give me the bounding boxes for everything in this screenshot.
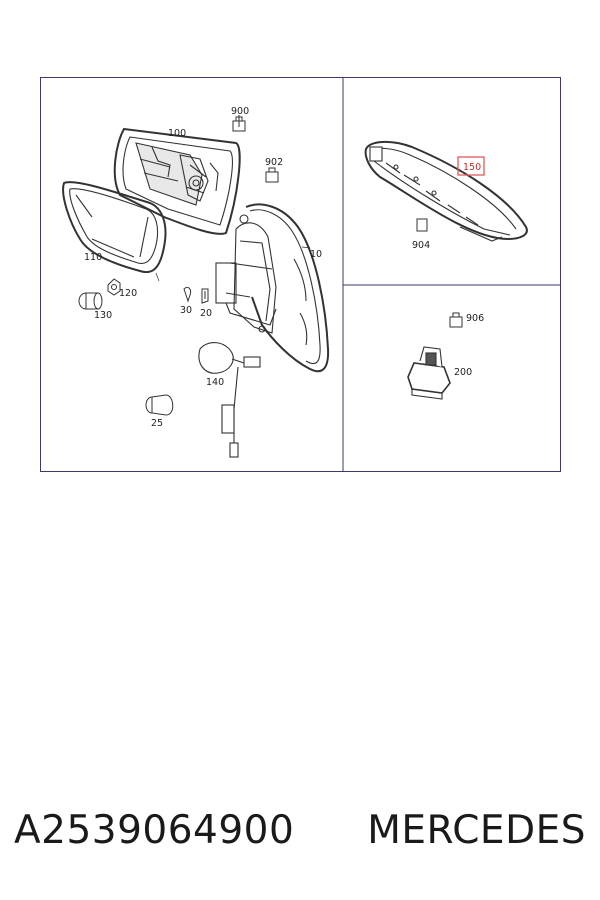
clip-906 (449, 312, 463, 328)
parts-diagram: 900 100 902 110 10 120 130 30 20 140 25 … (40, 77, 561, 472)
callout-902: 902 (265, 157, 283, 168)
callout-140: 140 (206, 377, 224, 388)
mirror-housing-part (215, 203, 330, 373)
clip-902 (265, 167, 279, 183)
callout-20: 20 (200, 308, 212, 319)
callout-130: 130 (94, 310, 112, 321)
callout-30: 30 (180, 305, 192, 316)
puddle-lamp-200 (407, 346, 451, 400)
brand-name: MERCEDES (367, 807, 586, 853)
clip-904 (416, 218, 428, 232)
callout-10: 10 (310, 249, 322, 260)
mirror-frame-part (62, 181, 167, 274)
callout-200: 200 (454, 367, 472, 378)
callout-110: 110 (84, 252, 102, 263)
callout-904: 904 (412, 240, 430, 251)
callout-100: 100 (168, 128, 186, 139)
callout-25: 25 (151, 418, 163, 429)
leader-lines-left (155, 246, 311, 282)
cap-120 (107, 278, 121, 296)
mirror-glass-part (113, 127, 241, 235)
callout-150-highlight (457, 156, 485, 176)
clip-30 (183, 286, 191, 303)
diagram-frame (40, 77, 561, 472)
part-info-footer: A2539064900 MERCEDES (0, 800, 600, 860)
plug-130 (78, 292, 103, 310)
callout-150: 150 (463, 162, 481, 173)
part-number: A2539064900 (14, 807, 295, 853)
callout-900: 900 (231, 106, 249, 117)
bulb-25 (145, 394, 174, 416)
clip-900 (232, 115, 246, 132)
turn-signal-lamp-part (364, 141, 528, 242)
callout-120: 120 (119, 288, 137, 299)
lamp-140 (198, 342, 261, 458)
clip-20 (201, 288, 209, 304)
callout-906: 906 (466, 313, 484, 324)
